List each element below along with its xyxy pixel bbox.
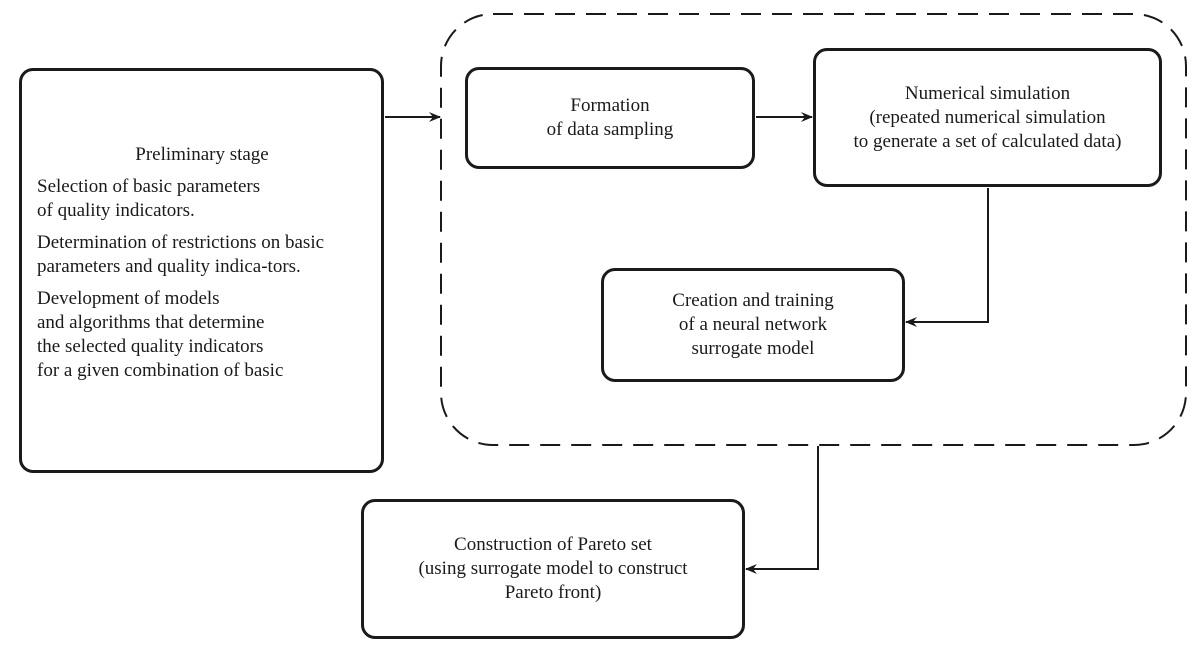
pareto-set-box: Construction of Pareto set (using surrog… [361, 499, 745, 639]
dashed-group-boundary [440, 13, 1187, 446]
text-line: (using surrogate model to construct [418, 558, 688, 579]
preliminary-stage-title: Preliminary stage [135, 144, 269, 165]
text-line: for a given combination of basic [37, 360, 284, 381]
text-line: to generate a set of calculated data) [853, 130, 1122, 152]
text-line: surrogate model [691, 338, 815, 359]
text-line: Determination of restrictions on basic [37, 232, 325, 253]
text-line: Creation and training [672, 290, 834, 311]
preliminary-para-restrictions: Determination of restrictions on basic p… [37, 231, 367, 279]
formation-box: Formation of data sampling [465, 67, 755, 169]
numerical-simulation-box: Numerical simulation (repeated numerical… [813, 48, 1162, 187]
preliminary-para-selection: Selection of basic parameters of quality… [37, 175, 367, 223]
text-line: Development of models [37, 288, 220, 309]
text-line: and algorithms that determine [37, 312, 265, 333]
text-line: the selected quality indicators [37, 336, 264, 357]
arrow-group-to-pareto [745, 446, 819, 574]
arrow-numerical-to-creation [905, 188, 989, 327]
preliminary-stage-box: Preliminary stage Selection of basic par… [19, 68, 384, 473]
text-line: (repeated numerical simulation [869, 106, 1106, 128]
text-line: Formation [570, 95, 650, 116]
text-line: of a neural network [678, 314, 828, 335]
text-line: parameters and quality indica-tors. [37, 256, 301, 277]
text-line: Pareto front) [504, 582, 602, 603]
text-line: Selection of basic parameters [37, 176, 261, 197]
text-line: of quality indicators. [37, 200, 195, 221]
text-line: of data sampling [546, 119, 674, 140]
neural-network-box: Creation and training of a neural networ… [601, 268, 905, 382]
text-line: Construction of Pareto set [454, 534, 652, 555]
preliminary-para-development: Development of models and algorithms tha… [37, 287, 367, 383]
text-line: Numerical simulation [904, 82, 1071, 104]
